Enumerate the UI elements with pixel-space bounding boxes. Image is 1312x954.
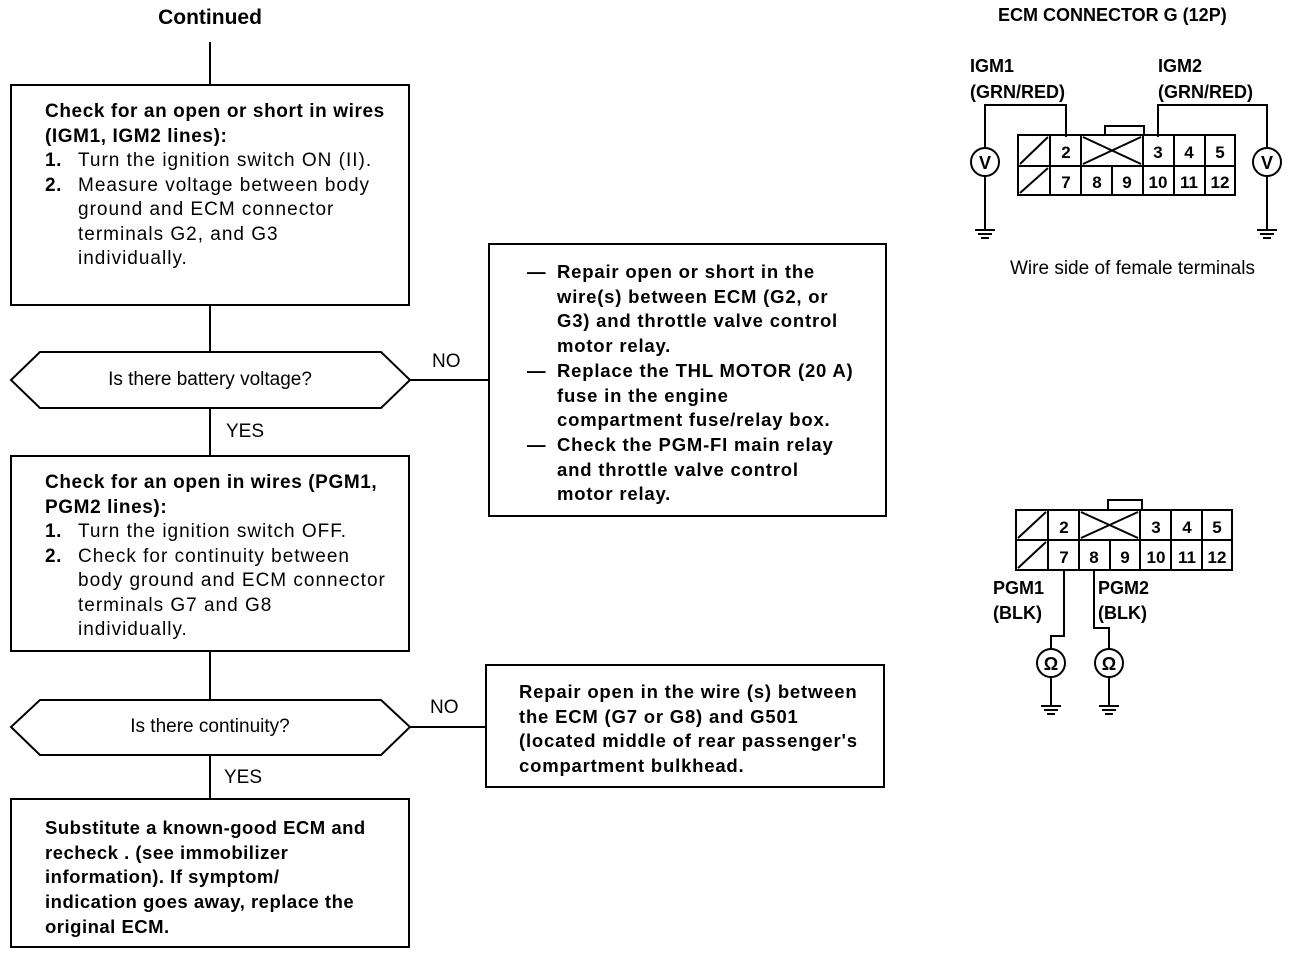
ohmmeter-right-symbol: Ω: [1102, 654, 1116, 674]
voltmeter-right-symbol: V: [1261, 153, 1273, 173]
igm1-color: (GRN/RED): [970, 82, 1065, 102]
connector-title: ECM CONNECTOR G (12P): [998, 5, 1227, 25]
connector-2-pin-5: 5: [1212, 518, 1221, 537]
question1-no-label: NO: [432, 351, 461, 372]
remedy1-content: —Repair open or short in the wire(s) bet…: [527, 260, 857, 507]
step1-item-2: 2.Measure voltage between body ground an…: [45, 174, 371, 270]
step2-item-1: 1.Turn the ignition switch OFF.: [45, 521, 348, 542]
remedy1-item-2: —Replace the THL MOTOR (20 A) fuse in th…: [527, 359, 854, 431]
connector-2-pin-4: 4: [1182, 518, 1192, 537]
step2-content: Check for an open in wires (PGM1, PGM2 l…: [45, 471, 387, 643]
connector-1-pin-10: 10: [1149, 173, 1168, 192]
pgm2-wire: [1093, 570, 1110, 649]
pgm1-color: (BLK): [993, 603, 1042, 623]
pgm1-label-block: PGM1 (BLK): [993, 576, 1044, 626]
connector-2-pin-8: 8: [1089, 548, 1098, 567]
igm1-label: IGM1: [970, 56, 1015, 76]
step2-heading: Check for an open in wires (PGM1, PGM2 l…: [45, 472, 378, 518]
pgm2-label: PGM2: [1098, 578, 1150, 598]
igm1-label-block: IGM1 (GRN/RED): [970, 53, 1065, 105]
connector-2-pin-9: 9: [1120, 548, 1129, 567]
connector-1-pin-4: 4: [1184, 143, 1194, 162]
connector-2-pin-10: 10: [1147, 548, 1166, 567]
remedy1-box: —Repair open or short in the wire(s) bet…: [488, 243, 887, 517]
remedy2-box: Repair open in the wire (s) between the …: [485, 664, 885, 788]
step2-item-2: 2.Check for continuity between body grou…: [45, 545, 386, 641]
step1-box: Check for an open or short in wires (IGM…: [10, 84, 410, 306]
connector-1-pin-3: 3: [1153, 143, 1162, 162]
connector-2: [1015, 499, 1233, 715]
connector-1-pin-9: 9: [1122, 173, 1131, 192]
question1-yes-label: YES: [226, 421, 265, 442]
igm2-wire: [1157, 104, 1268, 148]
remedy1-item-3: —Check the PGM-FI main relay and throttl…: [527, 433, 834, 505]
connector-1-latch: [1104, 125, 1145, 136]
pgm2-label-block: PGM2 (BLK): [1098, 576, 1149, 626]
connector-2-pin-3: 3: [1151, 518, 1160, 537]
igm1-wire: [984, 104, 1067, 148]
connector-2-pin-11: 11: [1178, 548, 1196, 567]
connector-2-pin-2: 2: [1059, 518, 1068, 537]
decision-diamond-1: [9, 351, 412, 409]
connector-1-pin-7: 7: [1061, 173, 1070, 192]
ground-icon-v2: [1257, 229, 1277, 239]
step1-heading: Check for an open or short in wires (IGM…: [45, 101, 385, 147]
ohmmeter-left-symbol: Ω: [1044, 654, 1058, 674]
pgm1-label: PGM1: [993, 578, 1045, 598]
question2-yes-label: YES: [224, 767, 263, 788]
pgm2-color: (BLK): [1098, 603, 1147, 623]
question2-no-label: NO: [430, 697, 459, 718]
igm2-label: IGM2: [1158, 56, 1203, 76]
step3-text: Substitute a known-good ECM and recheck …: [45, 817, 366, 937]
connector-1-pin-5: 5: [1215, 143, 1224, 162]
question2-text: Is there continuity?: [130, 716, 290, 737]
remedy1-item-1: —Repair open or short in the wire(s) bet…: [527, 261, 838, 357]
voltmeter-left-symbol: V: [979, 153, 991, 173]
igm2-label-block: IGM2 (GRN/RED): [1158, 53, 1253, 105]
continued-label: Continued: [158, 6, 262, 29]
connector-2-pin-12: 12: [1208, 548, 1227, 567]
connector-1-pin-8: 8: [1092, 173, 1101, 192]
connector-1-pin-12: 12: [1211, 173, 1230, 192]
connector-1: [970, 104, 1282, 239]
remedy2-text: Repair open in the wire (s) between the …: [519, 681, 858, 777]
connector-2-latch: [1107, 499, 1143, 511]
step3-box: Substitute a known-good ECM and recheck …: [10, 798, 410, 948]
step2-box: Check for an open in wires (PGM1, PGM2 l…: [10, 455, 410, 652]
connector-1-pin-11: 11: [1180, 173, 1198, 192]
connector-1-pin-2: 2: [1061, 143, 1070, 162]
pgm1-wire: [1050, 570, 1065, 649]
step1-item-1: 1.Turn the ignition switch ON (II).: [45, 150, 373, 171]
connector-2-pin-7: 7: [1059, 548, 1068, 567]
igm2-color: (GRN/RED): [1158, 82, 1253, 102]
ground-icon-o2: [1099, 705, 1119, 715]
decision-diamond-2: [9, 699, 412, 756]
step1-content: Check for an open or short in wires (IGM…: [45, 100, 387, 272]
question1-text: Is there battery voltage?: [108, 369, 312, 390]
pin-labels: 2 3 4 5 7 8 9 10 11 12 2 3 4 5 7 8 9 10 11 12: [1059, 143, 1229, 567]
ground-icon-o1: [1041, 705, 1061, 715]
meter-labels: V V Ω Ω: [979, 153, 1273, 674]
ground-icon-v1: [975, 229, 995, 239]
connector-caption: Wire side of female terminals: [1010, 258, 1255, 279]
